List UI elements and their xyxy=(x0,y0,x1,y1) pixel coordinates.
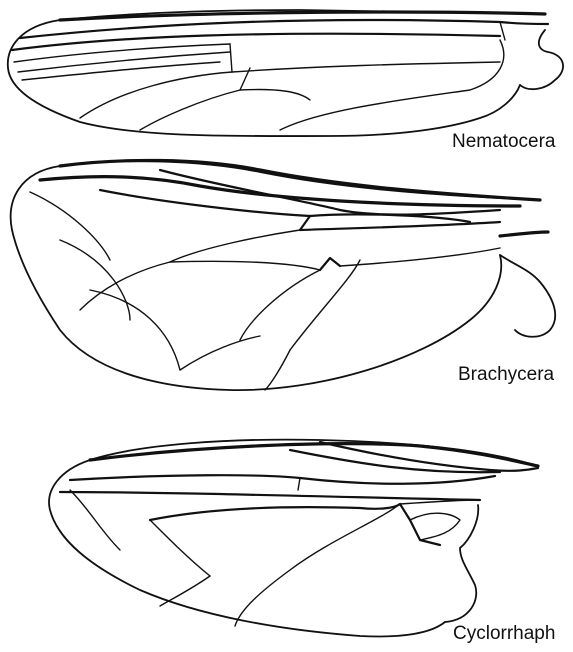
cyclorrhapha-cu xyxy=(150,504,400,520)
cyclorrhapha-anal-1 xyxy=(70,490,120,550)
nematocera-alula xyxy=(520,30,563,89)
nematocera-wing xyxy=(8,10,563,136)
brachycera-anal-1 xyxy=(60,240,130,320)
brachycera-wing xyxy=(11,160,556,390)
brachycera-alula xyxy=(500,255,555,337)
nematocera-cubitus xyxy=(280,40,504,130)
nematocera-anal xyxy=(140,90,240,130)
brachycera-anal-2 xyxy=(90,290,180,370)
label-nematocera: Nematocera xyxy=(452,131,556,153)
cyclorrhapha-crossvein-r xyxy=(298,478,300,490)
nematocera-crossvein-3 xyxy=(500,22,505,40)
cyclorrhapha-anal-3 xyxy=(160,576,210,606)
brachycera-m2 xyxy=(300,222,500,230)
brachycera-cu-2 xyxy=(340,248,500,266)
brachycera-cu-3 xyxy=(290,260,360,350)
cyclorrhapha-media xyxy=(60,492,480,500)
nematocera-rs xyxy=(12,34,500,50)
brachycera-cell-1 xyxy=(170,261,320,270)
brachycera-cu-1 xyxy=(240,270,320,340)
brachycera-discal xyxy=(310,214,470,222)
brachycera-costa xyxy=(60,160,540,200)
brachycera-m3 xyxy=(170,230,300,262)
label-cyclorrhapha: Cyclorrhaph xyxy=(453,623,555,645)
brachycera-lobe xyxy=(265,350,290,390)
cyclorrhapha-m-upper xyxy=(400,500,478,504)
nematocera-crossvein-1 xyxy=(230,44,232,72)
brachycera-anal-3 xyxy=(180,336,260,370)
nematocera-media-1 xyxy=(232,62,500,72)
cyclorrhapha-wing xyxy=(49,440,538,637)
brachycera-rs xyxy=(100,190,310,216)
brachycera-vein-a xyxy=(30,192,110,260)
label-brachycera: Brachycera xyxy=(458,364,554,386)
nematocera-media-3 xyxy=(240,89,310,100)
cyclorrhapha-m-cross xyxy=(400,504,440,545)
cyclorrhapha-anal-2 xyxy=(150,520,210,576)
brachycera-tip xyxy=(500,232,548,236)
brachycera-m4 xyxy=(80,262,170,310)
nematocera-media-2 xyxy=(80,72,232,118)
brachycera-crossvein-1 xyxy=(320,258,340,270)
brachycera-m1 xyxy=(300,216,310,230)
cyclorrhapha-calypter xyxy=(445,505,478,622)
nematocera-vein-2 xyxy=(18,52,230,72)
nematocera-costa xyxy=(60,12,545,20)
cyclorrhapha-wing-outline xyxy=(49,440,538,637)
cyclorrhapha-r3 xyxy=(70,475,495,484)
cyclorrhapha-cu-branch xyxy=(235,504,400,626)
